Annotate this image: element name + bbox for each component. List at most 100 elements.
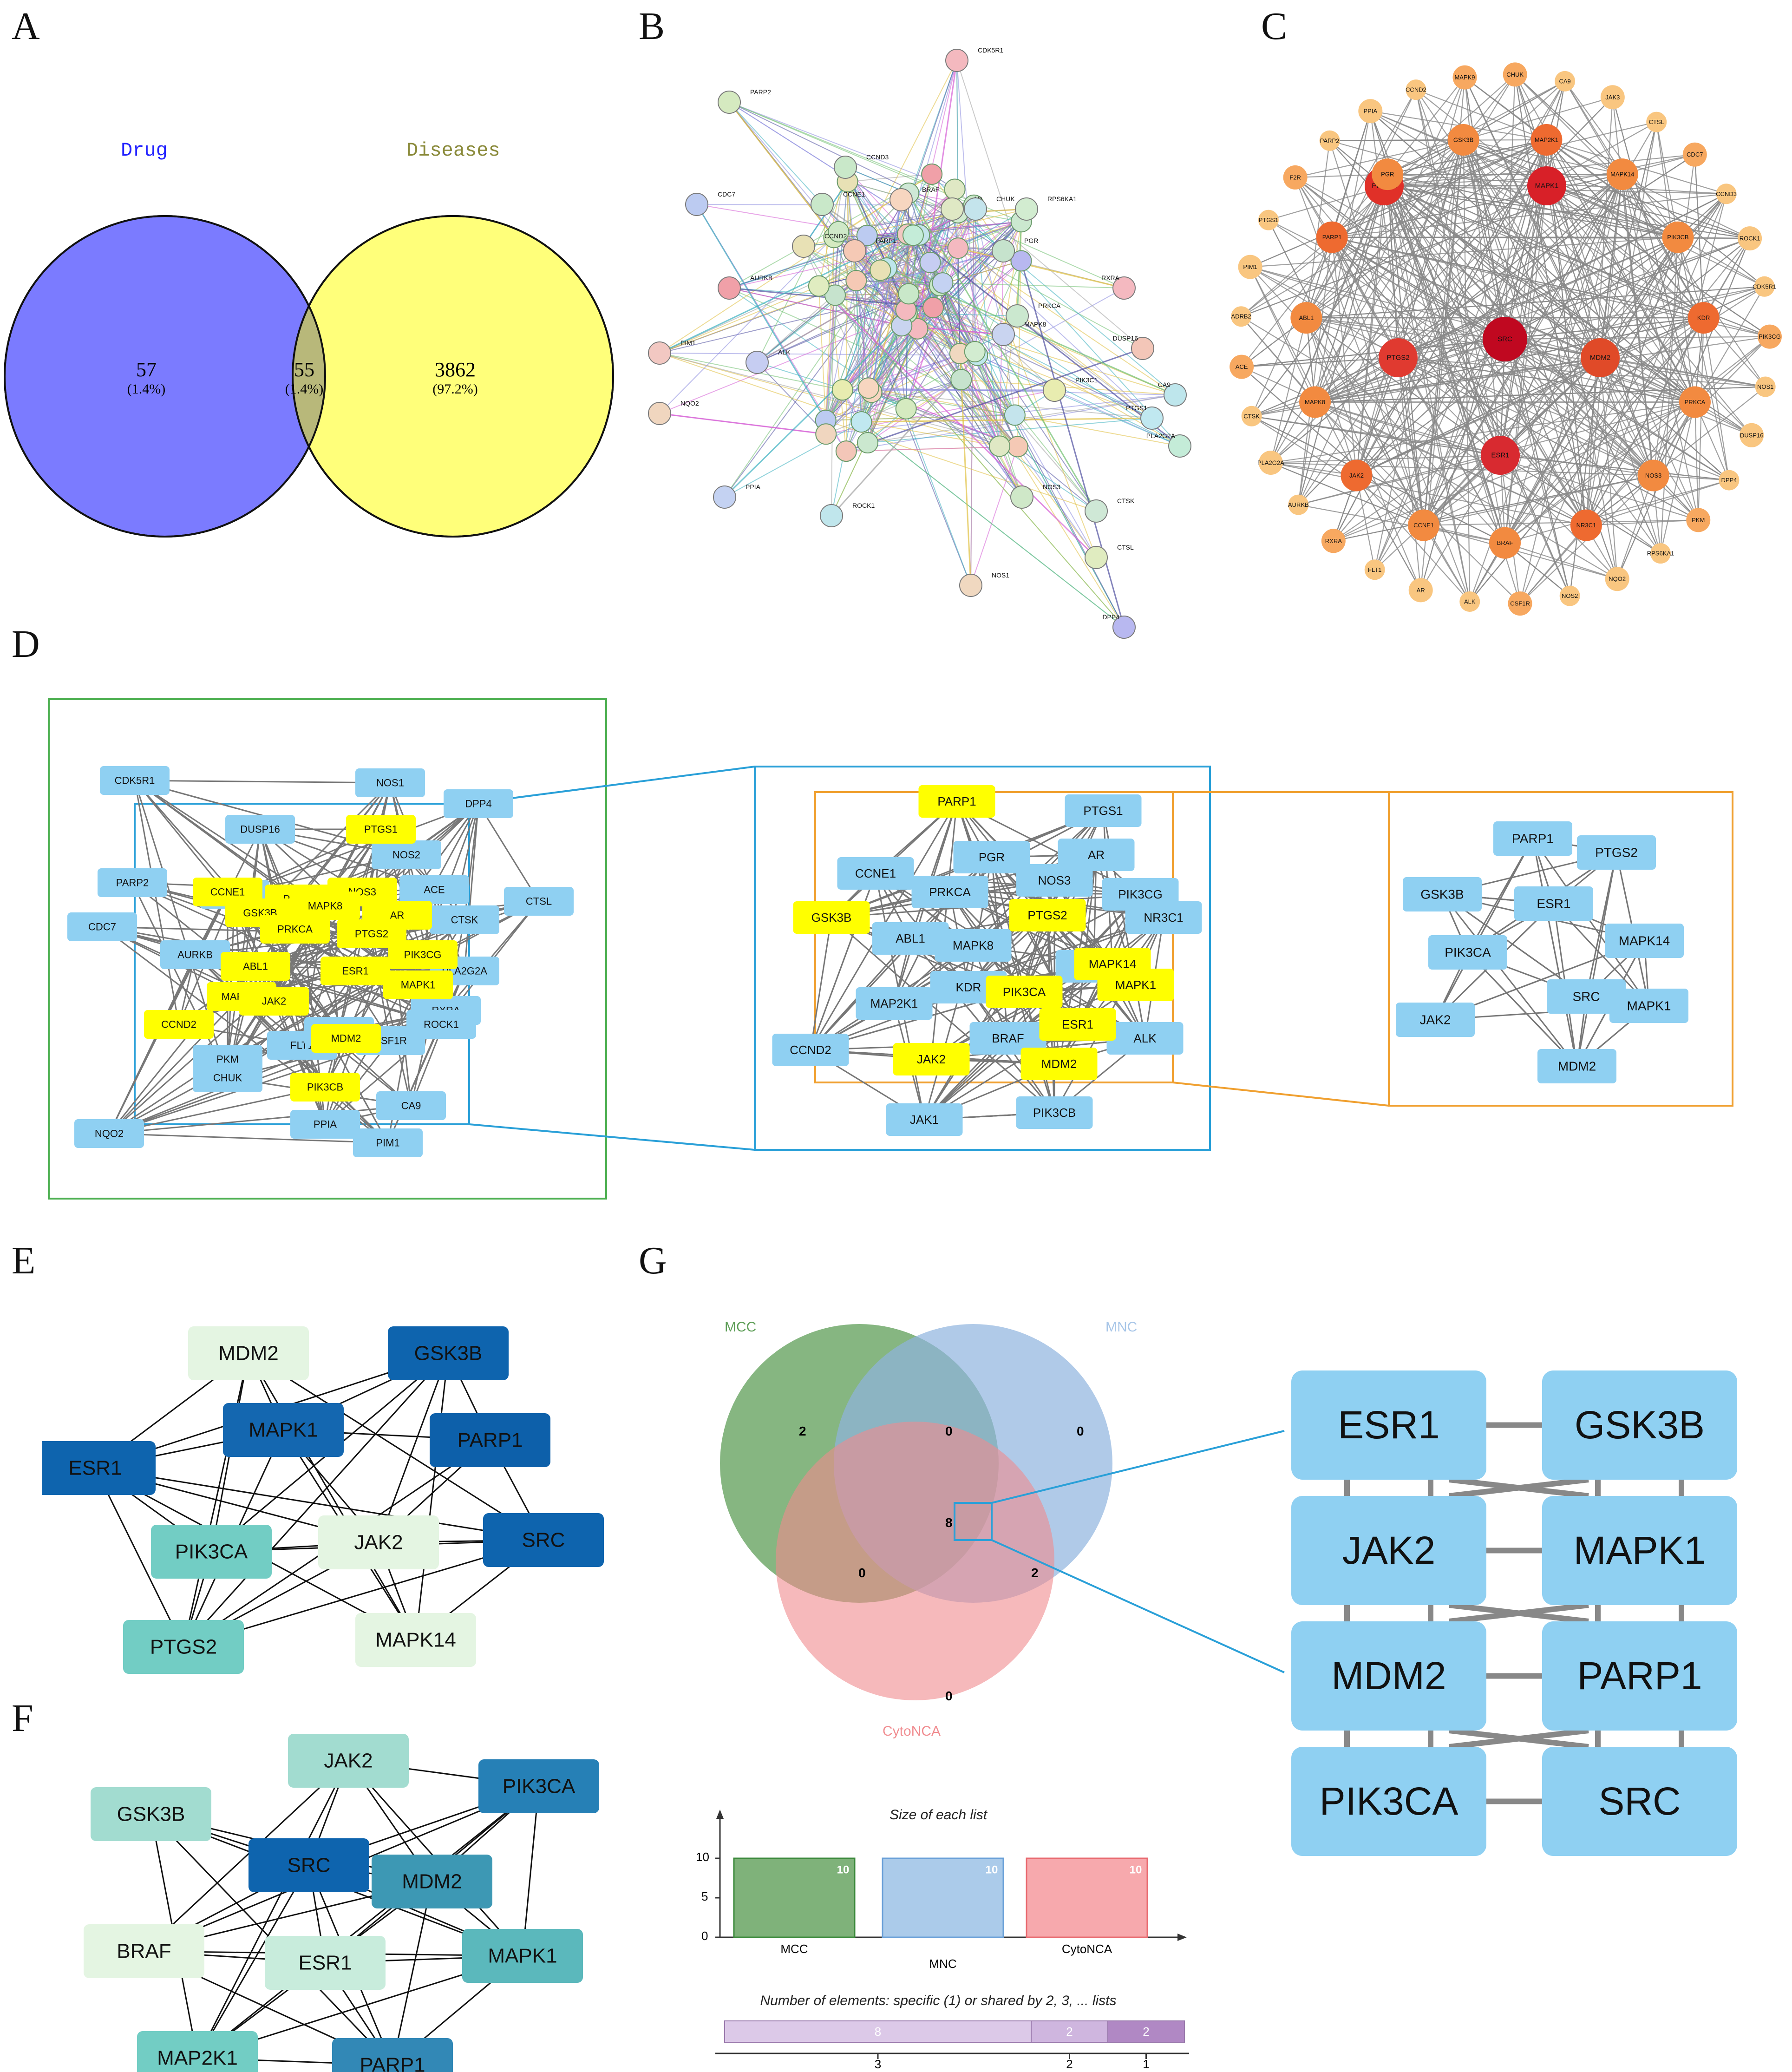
string-node[interactable] (718, 276, 741, 300)
gene-node[interactable] (430, 905, 499, 934)
string-node[interactable] (1085, 546, 1108, 569)
gene-node[interactable] (1125, 901, 1202, 934)
string-node[interactable] (1131, 337, 1154, 360)
hub-node[interactable] (1527, 166, 1566, 205)
gene-box[interactable] (265, 1936, 386, 1990)
string-node[interactable] (992, 323, 1015, 346)
core-gene-box[interactable]: GSK3B (1542, 1370, 1737, 1480)
gene-node[interactable] (1428, 935, 1507, 970)
gene-node[interactable] (893, 1043, 970, 1075)
hub-node[interactable] (1555, 71, 1576, 92)
gene-node[interactable] (1039, 1008, 1116, 1041)
hub-node[interactable] (1757, 324, 1782, 349)
hub-node[interactable] (1605, 567, 1629, 591)
gene-node[interactable] (1514, 886, 1593, 921)
hub-node[interactable] (1682, 142, 1707, 167)
hub-node[interactable] (1508, 591, 1532, 616)
gene-node[interactable] (74, 1119, 144, 1148)
gene-node[interactable] (935, 929, 1012, 962)
hub-node[interactable] (1755, 376, 1776, 397)
string-node[interactable] (792, 235, 815, 258)
gene-node[interactable] (1009, 899, 1086, 931)
string-node[interactable] (945, 49, 968, 72)
string-node[interactable] (1140, 407, 1164, 430)
hub-node[interactable] (1570, 509, 1602, 541)
gene-node[interactable] (353, 1128, 423, 1157)
gene-node[interactable] (221, 952, 290, 981)
gene-node[interactable] (1016, 864, 1093, 897)
gene-node[interactable] (1605, 924, 1684, 958)
hub-node[interactable] (1481, 436, 1520, 475)
string-node[interactable] (1015, 197, 1038, 221)
hub-node[interactable] (1372, 158, 1404, 190)
gene-node[interactable] (100, 766, 170, 795)
gene-node[interactable] (793, 901, 870, 934)
string-node[interactable] (843, 239, 866, 262)
gene-node[interactable] (1547, 979, 1626, 1014)
hub-node[interactable] (1559, 585, 1580, 606)
hub-node[interactable] (1740, 423, 1764, 447)
gene-node[interactable] (372, 840, 441, 869)
gene-node[interactable] (969, 1022, 1046, 1055)
gene-node[interactable] (311, 1024, 381, 1053)
gene-node[interactable] (953, 841, 1030, 873)
core-gene-box[interactable]: ESR1 (1291, 1370, 1486, 1480)
gene-node[interactable] (388, 940, 458, 969)
gene-box[interactable] (388, 1326, 509, 1380)
hub-node[interactable] (1341, 459, 1373, 492)
gene-node[interactable] (1493, 821, 1572, 856)
core-gene-box[interactable]: PIK3CA (1291, 1747, 1486, 1856)
string-node[interactable] (1006, 304, 1029, 328)
gene-box[interactable] (91, 1787, 211, 1841)
string-node[interactable] (648, 341, 671, 365)
hub-node[interactable] (1483, 317, 1527, 361)
gene-node[interactable] (1016, 1096, 1093, 1129)
gene-box[interactable] (355, 1613, 476, 1667)
gene-box[interactable] (332, 2038, 453, 2072)
hub-node[interactable] (1716, 184, 1737, 204)
hub-node[interactable] (1489, 527, 1521, 559)
hub-node[interactable] (1283, 165, 1308, 190)
string-node[interactable] (1085, 499, 1108, 523)
gene-node[interactable] (986, 976, 1063, 1008)
hub-node[interactable] (1646, 111, 1667, 132)
core-gene-box[interactable]: MAPK1 (1542, 1496, 1737, 1605)
hub-node[interactable] (1319, 130, 1340, 151)
gene-box[interactable] (123, 1620, 244, 1674)
hub-node[interactable] (1290, 302, 1322, 334)
string-node[interactable] (1010, 485, 1033, 509)
hub-node[interactable] (1650, 543, 1671, 564)
string-node[interactable] (713, 485, 736, 509)
gene-node[interactable] (193, 1063, 262, 1092)
hub-node[interactable] (1408, 509, 1440, 541)
hub-node[interactable] (1459, 591, 1480, 612)
gene-node[interactable] (918, 785, 995, 818)
hub-node[interactable] (1738, 226, 1762, 251)
gene-node[interactable] (1577, 835, 1656, 870)
gene-node[interactable] (376, 1091, 446, 1120)
gene-box[interactable] (42, 1441, 156, 1495)
gene-node[interactable] (1106, 1022, 1184, 1055)
gene-node[interactable] (346, 815, 416, 844)
gene-node[interactable] (290, 892, 360, 920)
gene-node[interactable] (144, 1010, 214, 1039)
string-node[interactable] (992, 239, 1015, 262)
gene-node[interactable] (1609, 989, 1688, 1023)
string-node[interactable] (811, 193, 834, 216)
gene-box[interactable] (483, 1513, 604, 1567)
string-node[interactable] (1168, 434, 1191, 458)
hub-node[interactable] (1321, 529, 1346, 553)
gene-node[interactable] (290, 1110, 360, 1139)
gene-box[interactable] (462, 1929, 583, 1983)
hub-node[interactable] (1230, 354, 1254, 379)
hub-node[interactable] (1288, 494, 1309, 515)
core-gene-box[interactable]: PARP1 (1542, 1621, 1737, 1731)
gene-node[interactable] (98, 868, 167, 897)
gene-node[interactable] (239, 987, 309, 1016)
gene-box[interactable] (249, 1838, 369, 1892)
gene-node[interactable] (886, 1103, 963, 1136)
gene-node[interactable] (290, 1073, 360, 1102)
gene-node[interactable] (1403, 877, 1482, 911)
gene-node[interactable] (837, 857, 914, 890)
gene-node[interactable] (1058, 839, 1135, 871)
